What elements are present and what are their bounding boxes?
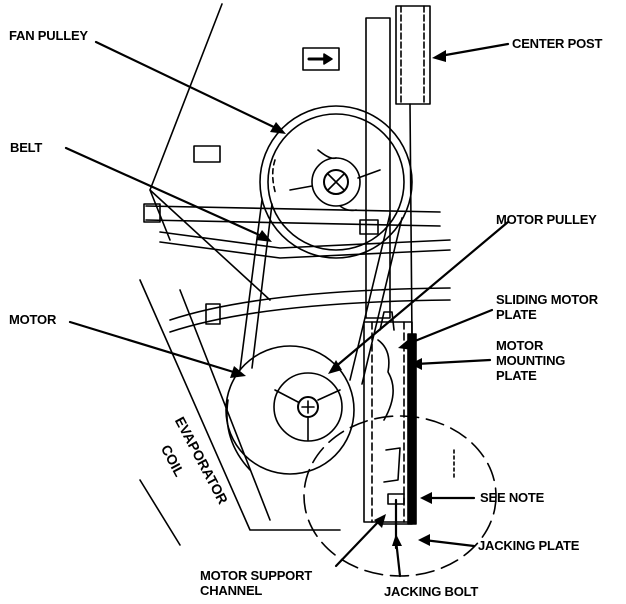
fan-pulley: [259, 105, 413, 259]
see-note-circle: [303, 415, 497, 577]
leader-lines: [64, 40, 510, 578]
refrigerant-tubes: [143, 203, 451, 333]
direction-arrow-icon: [302, 47, 340, 71]
center-post-label: CENTER POST: [512, 36, 603, 51]
blower-housing: [139, 3, 341, 546]
fan-pulley-label: FAN PULLEY: [9, 28, 88, 43]
belt-label: BELT: [10, 140, 43, 155]
motor-label: MOTOR: [9, 312, 57, 327]
motor-pulley-label: MOTOR PULLEY: [496, 212, 597, 227]
motor: [225, 345, 355, 475]
motor-mounting-plate-label: MOTOR MOUNTING PLATE: [496, 338, 566, 383]
motor-support-channel-label: MOTOR SUPPORT CHANNEL: [200, 568, 313, 598]
drive-belt: [239, 199, 403, 385]
jacking-bolt-label: JACKING BOLT: [384, 584, 479, 599]
sliding-motor-plate-label: SLIDING MOTOR PLATE: [496, 292, 598, 322]
see-note-label: SEE NOTE: [480, 490, 545, 505]
leader-arrowheads: [230, 50, 446, 546]
jacking-plate-label: JACKING PLATE: [478, 538, 580, 553]
